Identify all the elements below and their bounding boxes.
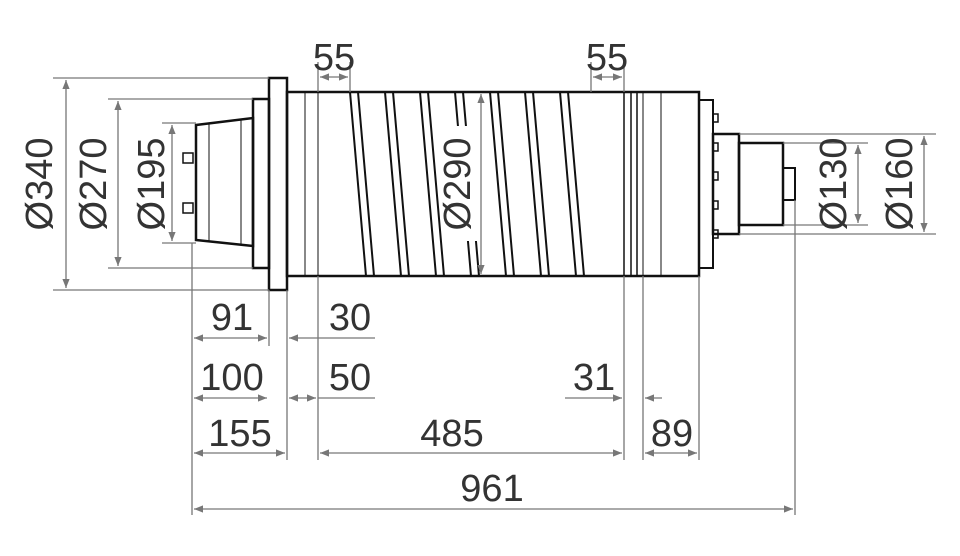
dim-width-55-left: 55 <box>313 37 355 79</box>
front-flange <box>267 76 289 292</box>
dim-dia-130: Ø130 <box>813 138 855 231</box>
spindle-body <box>182 76 796 292</box>
diameter-dimensions: Ø340 Ø270 Ø195 Ø290 Ø130 Ø160 <box>19 77 936 291</box>
cooling-grooves <box>349 91 585 277</box>
dim-length-50: 50 <box>329 357 371 399</box>
rear-shaft-housing <box>711 132 741 236</box>
front-hub <box>251 97 271 270</box>
dim-width-55-right: 55 <box>586 37 628 79</box>
dim-length-961: 961 <box>460 468 523 510</box>
top-dimensions: 55 55 <box>313 37 628 92</box>
dim-dia-290: Ø290 <box>437 138 479 231</box>
dim-length-100: 100 <box>200 357 263 399</box>
dim-length-89: 89 <box>651 413 693 455</box>
dim-length-155: 155 <box>208 413 271 455</box>
dim-length-31: 31 <box>573 357 615 399</box>
dim-length-91: 91 <box>211 297 253 339</box>
dim-length-485: 485 <box>420 413 483 455</box>
dim-dia-160: Ø160 <box>879 138 921 231</box>
dim-dia-270: Ø270 <box>73 138 115 231</box>
dim-length-30: 30 <box>329 297 371 339</box>
rear-shaft <box>737 141 796 227</box>
length-dimensions: 91 30 100 50 31 155 485 89 961 <box>191 200 796 515</box>
rear-cap <box>698 99 719 269</box>
dim-dia-340: Ø340 <box>19 138 61 231</box>
front-nose <box>182 116 255 248</box>
dim-dia-195: Ø195 <box>131 138 173 231</box>
